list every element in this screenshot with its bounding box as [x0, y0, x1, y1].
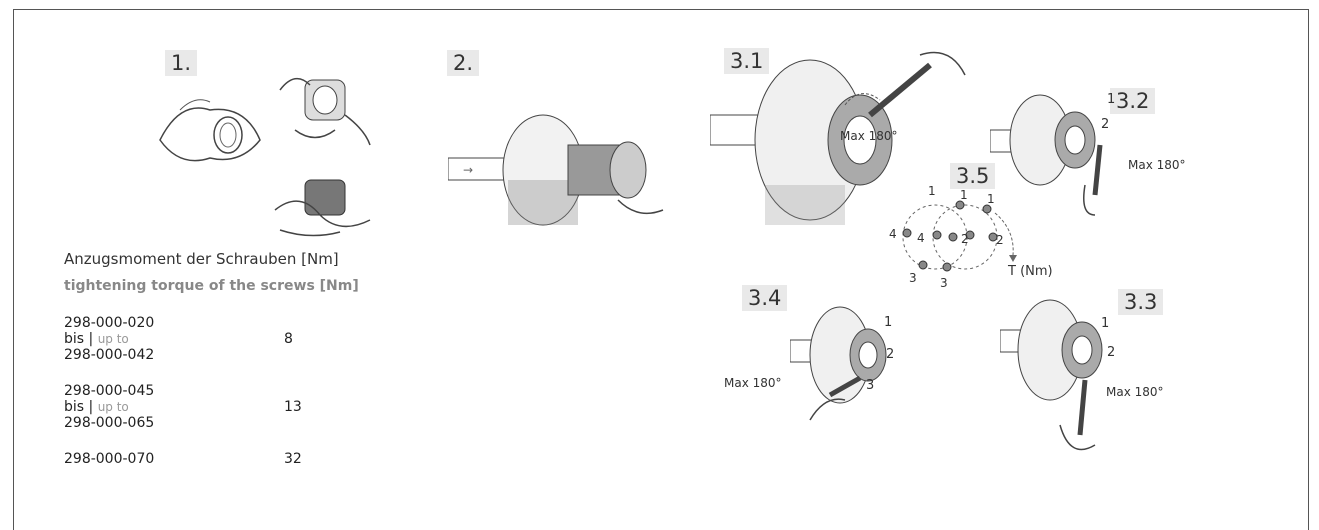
cleaning-cloth-illustration: [159, 99, 261, 162]
separator-de: bis |: [64, 331, 98, 347]
seq-label-1c: 1: [987, 192, 995, 206]
max-angle-label-3-4: Max 180°: [724, 376, 782, 390]
range-from: 298-000-045: [64, 383, 155, 399]
step-3-3-illustration: [1000, 299, 1103, 451]
torque-unit-label: T (Nm): [1008, 264, 1053, 279]
step-3-4-label: 3.4: [742, 285, 788, 311]
content-frame: [13, 9, 1309, 530]
torque-value: 13: [284, 399, 302, 415]
bolt-label-2-3-3: 2: [1107, 345, 1116, 360]
hands-cleaning-shaft-illustration: [279, 77, 371, 146]
separator-en: up to: [97, 400, 129, 414]
seq-label-3b: 3: [940, 276, 948, 290]
seq-label-3a: 3: [909, 271, 917, 285]
seq-label-2b: 2: [996, 233, 1004, 247]
step-3-3-label: 3.3: [1118, 289, 1164, 315]
max-angle-label-3-2: Max 180°: [1128, 158, 1186, 172]
step-3-4-illustration: [790, 306, 887, 421]
bolt-label-2-3-2: 2: [1101, 117, 1110, 132]
seq-label-4b: 4: [917, 231, 925, 245]
seq-label-1a: 1: [928, 184, 936, 198]
seq-label-4a: 4: [889, 227, 897, 241]
hub-insertion-illustration: →: [448, 114, 664, 226]
step-3-2-illustration: [990, 94, 1103, 216]
max-angle-label-3-1: Max 180°: [840, 129, 898, 143]
separator-en: up to: [97, 332, 129, 346]
torque-title-de: Anzugsmoment der Schrauben [Nm]: [64, 250, 339, 268]
seq-label-1b: 1: [960, 188, 968, 202]
article-range: 298-000-020 bis | up to 298-000-042: [64, 315, 284, 363]
torque-row: 298-000-020 bis | up to 298-000-042 8: [64, 315, 424, 363]
bolt-label-2-3-4: 2: [886, 347, 895, 362]
wrench-tightening-illustration: [710, 51, 966, 225]
hands-wiping-hub-illustration: [274, 179, 371, 237]
torque-row: 298-000-070 32: [64, 451, 424, 467]
torque-title-en: tightening torque of the screws [Nm]: [64, 278, 359, 294]
step-2-label: 2.: [447, 50, 480, 76]
article-range: 298-000-045 bis | up to 298-000-065: [64, 383, 284, 431]
bolt-label-1-3-2: 1: [1107, 92, 1116, 107]
max-angle-label-3-3: Max 180°: [1106, 385, 1164, 399]
range-from: 298-000-020: [64, 315, 155, 331]
range-separator: bis | up to: [64, 331, 284, 347]
range-to: 298-000-042: [64, 347, 155, 363]
step-1-label: 1.: [165, 50, 198, 76]
torque-row: 298-000-045 bis | up to 298-000-065 13: [64, 383, 424, 431]
torque-value: 8: [284, 331, 293, 347]
range-to: 298-000-065: [64, 415, 155, 431]
torque-table: Anzugsmoment der Schrauben [Nm] tighteni…: [64, 250, 424, 487]
svg-text:→: →: [463, 163, 473, 177]
torque-value: 32: [284, 451, 302, 467]
seq-label-2a: 2: [961, 232, 969, 246]
step-3-5-label: 3.5: [950, 163, 996, 189]
bolt-label-1-3-3: 1: [1101, 316, 1110, 331]
bolt-label-1-3-4: 1: [884, 315, 893, 330]
step-3-1-label: 3.1: [724, 48, 770, 74]
range-separator: bis | up to: [64, 399, 284, 415]
separator-de: bis |: [64, 399, 98, 415]
article-range: 298-000-070: [64, 451, 284, 467]
step-3-2-label: 3.2: [1110, 88, 1156, 114]
bolt-label-3-3-4: 3: [866, 378, 875, 393]
tightening-sequence-diagram: [902, 200, 1017, 272]
range-from: 298-000-070: [64, 451, 155, 467]
